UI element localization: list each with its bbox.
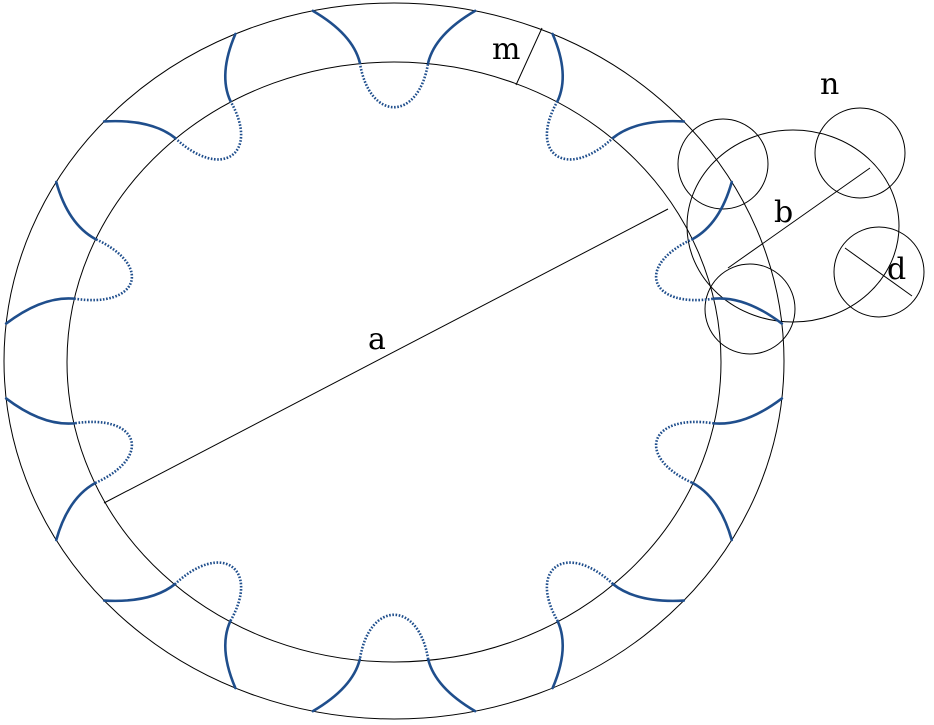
tooth-flank	[223, 32, 237, 103]
tooth-flank	[551, 32, 565, 103]
tooth-root-dotted	[654, 237, 715, 302]
label-n: n	[820, 67, 839, 102]
tooth-flank	[311, 9, 362, 64]
tooth-flank	[311, 658, 362, 713]
planet-circle-upper	[677, 118, 769, 210]
tooth-flank	[551, 619, 565, 690]
tooth-flank	[426, 9, 477, 64]
tooth-root-dotted	[174, 561, 243, 622]
tooth-flank	[54, 481, 97, 542]
tooth-flank	[712, 297, 784, 325]
tooth-flank	[4, 297, 76, 325]
tooth-flank	[102, 582, 177, 603]
planet-circle-n	[814, 107, 906, 199]
label-d: d	[887, 252, 906, 287]
tooth-flank	[102, 119, 177, 140]
tooth-flank	[426, 658, 477, 713]
dimension-line-a	[103, 208, 669, 504]
tooth-flank	[691, 180, 734, 241]
dimension-line-d	[844, 247, 913, 297]
tooth-flank	[54, 180, 97, 241]
tooth-root-dotted	[358, 613, 430, 660]
tooth-root-dotted	[654, 420, 715, 485]
planet-circle-lower	[704, 263, 796, 355]
planet-circle-d	[833, 226, 925, 318]
ring-tooth-profiles	[4, 9, 784, 713]
label-b: b	[774, 195, 793, 230]
dimension-line-b	[727, 167, 871, 269]
tooth-root-dotted	[73, 420, 134, 485]
tooth-root-dotted	[545, 100, 614, 161]
label-a: a	[368, 322, 386, 357]
tooth-root-dotted	[358, 62, 430, 109]
tooth-flank	[223, 619, 237, 690]
tooth-flank	[611, 582, 686, 603]
tooth-flank	[611, 119, 686, 140]
tooth-root-dotted	[73, 237, 134, 302]
tooth-flank	[712, 397, 784, 425]
tooth-flank	[4, 397, 76, 425]
label-m: m	[492, 32, 520, 67]
dimension-line-m	[515, 27, 543, 86]
tooth-flank	[691, 481, 734, 542]
ring-outer-circle	[3, 2, 785, 720]
tooth-root-dotted	[174, 100, 243, 161]
ring-inner-circle	[66, 61, 722, 663]
tooth-root-dotted	[545, 561, 614, 622]
